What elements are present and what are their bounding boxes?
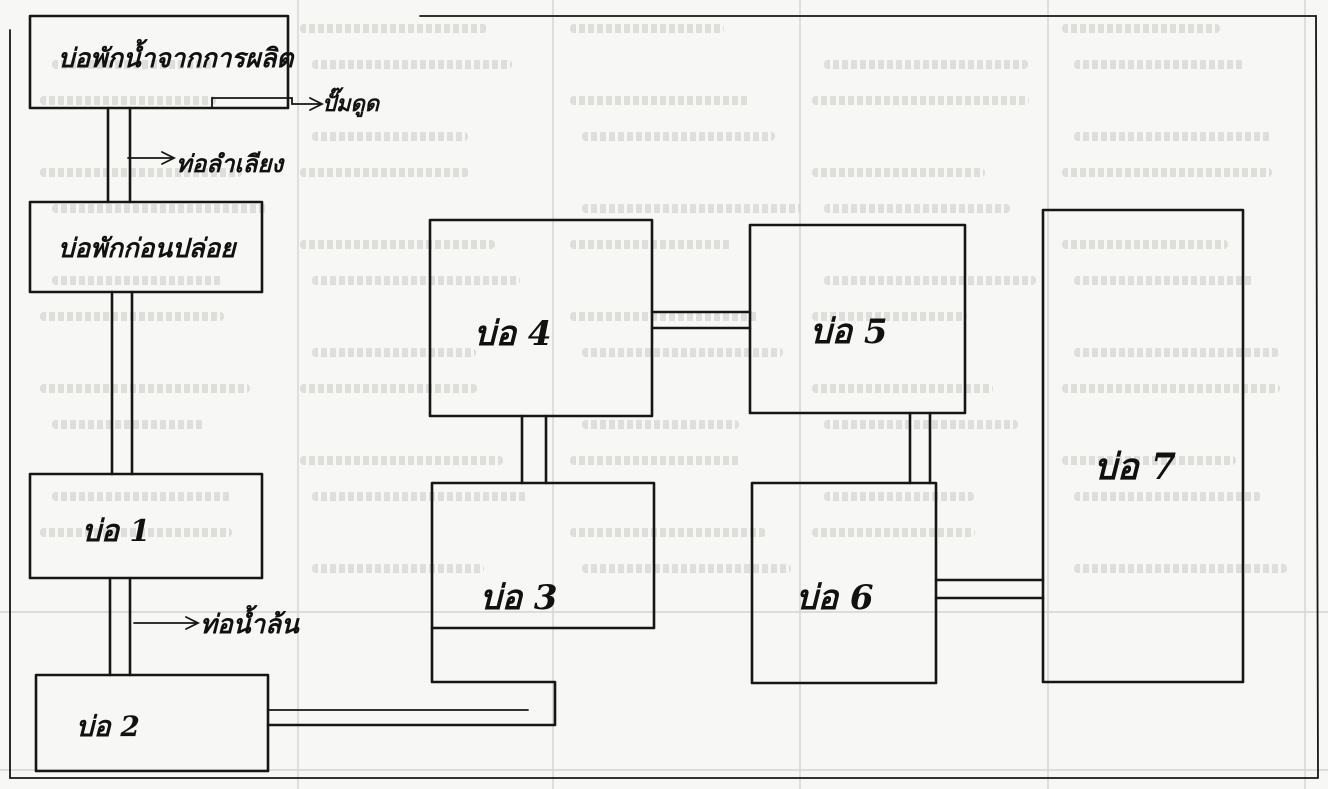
box-pond-4 — [428, 218, 654, 418]
label-pond-5: บ่อ 5 — [810, 312, 888, 352]
bleed-through-stroke — [40, 168, 242, 177]
bleed-through-stroke — [40, 384, 250, 393]
pipe-pond2-pond3 — [266, 626, 557, 727]
bleed-through-stroke — [1074, 348, 1279, 357]
box-settling-pond — [28, 200, 264, 294]
label-settling-pond: บ่อพักก่อนปล่อย — [58, 234, 236, 264]
bleed-through-stroke — [52, 276, 223, 285]
bleed-through-stroke — [1062, 168, 1272, 177]
box-pond-6 — [750, 481, 938, 685]
label-pond-1: บ่อ 1 — [82, 514, 151, 549]
bleed-through-stroke — [582, 132, 775, 141]
bleed-through-stroke — [824, 204, 1010, 213]
bleed-through-stroke — [312, 276, 520, 285]
label-pump: ปั๊มดูด — [322, 91, 380, 117]
label-pond-3: บ่อ 3 — [480, 578, 558, 618]
bleed-through-stroke — [582, 348, 783, 357]
bleed-through-stroke — [300, 240, 495, 249]
label-drain-pipe: ท่อน้ำล้น — [200, 610, 299, 640]
bleed-through-stroke — [570, 24, 724, 33]
bleed-through-stroke — [824, 420, 1018, 429]
bleed-through-stroke — [52, 420, 205, 429]
bleed-through-stroke — [1074, 132, 1271, 141]
pump-arrow — [211, 97, 325, 111]
bleed-through-stroke — [1062, 456, 1236, 465]
label-pond-4: บ่อ 4 — [474, 314, 552, 354]
bleed-through-stroke — [52, 492, 231, 501]
bleed-through-stroke — [824, 60, 1028, 69]
bleed-through-stroke — [40, 96, 216, 105]
bleed-through-stroke — [40, 528, 232, 537]
bleed-through-stroke — [1074, 564, 1287, 573]
bleed-through-stroke — [812, 384, 993, 393]
bleed-through-stroke — [1062, 24, 1220, 33]
bleed-through-stroke — [1074, 60, 1245, 69]
bleed-through-stroke — [312, 132, 468, 141]
discharge-pipe-arrow — [127, 151, 177, 165]
box-factory-pond — [28, 14, 290, 110]
label-discharge-pipe: ท่อลำเลียง — [176, 149, 284, 178]
label-pond-7: บ่อ 7 — [1094, 446, 1177, 488]
label-pond-6: บ่อ 6 — [796, 578, 874, 618]
box-pond-3 — [430, 481, 656, 630]
bleed-through-stroke — [824, 492, 974, 501]
label-pond-2: บ่อ 2 — [76, 710, 140, 743]
bleed-through-stroke — [52, 60, 215, 69]
label-factory-pond: บ่อพักน้ำจากการผลิต — [58, 44, 294, 74]
box-pond-5 — [748, 223, 967, 415]
bleed-through-stroke — [570, 456, 740, 465]
bleed-through-stroke — [812, 168, 985, 177]
bleed-through-stroke — [300, 456, 503, 465]
bleed-through-stroke — [812, 312, 967, 321]
bleed-through-stroke — [1062, 384, 1280, 393]
bleed-through-stroke — [582, 420, 739, 429]
page-border — [9, 15, 1319, 779]
bleed-through-stroke — [812, 528, 975, 537]
bleed-through-stroke — [570, 96, 750, 105]
bleed-through-stroke — [312, 564, 484, 573]
bleed-through-stroke — [824, 276, 1036, 285]
bleed-through-stroke — [1074, 492, 1261, 501]
bleed-through-stroke — [300, 168, 469, 177]
box-pond-7 — [1041, 208, 1245, 684]
bleed-through-stroke — [312, 492, 528, 501]
box-pond-2 — [34, 673, 270, 773]
bleed-through-stroke — [52, 204, 267, 213]
bleed-through-stroke — [582, 204, 801, 213]
drain-pipe-arrow — [133, 616, 201, 630]
bleed-through-stroke — [1074, 276, 1253, 285]
bleed-through-stroke — [300, 24, 487, 33]
bleed-through-stroke — [570, 528, 766, 537]
box-pond-1 — [28, 472, 264, 580]
bleed-through-stroke — [300, 384, 477, 393]
bleed-through-stroke — [582, 564, 791, 573]
bleed-through-stroke — [312, 60, 512, 69]
bleed-through-stroke — [312, 348, 476, 357]
bleed-through-stroke — [1062, 240, 1228, 249]
bleed-through-stroke — [812, 96, 1029, 105]
bleed-through-stroke — [570, 312, 758, 321]
